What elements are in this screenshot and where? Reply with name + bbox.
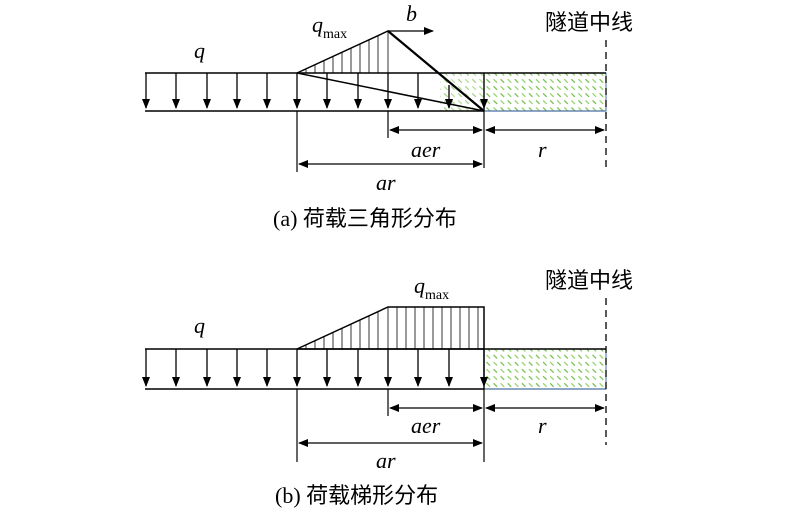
label-centerline-a: 隧道中线 (545, 11, 633, 36)
label-q-a: q (194, 38, 205, 63)
caption-a: (a) 荷载三角形分布 (273, 206, 457, 231)
label-aer-b: aer (411, 413, 441, 438)
tunnel-zone-b (483, 348, 607, 390)
label-aer-a: aer (411, 137, 441, 162)
label-qmax-b: qmax (414, 273, 449, 303)
tunnel-zone-a (483, 72, 607, 112)
load-arrows-a (142, 73, 488, 109)
triangle-hatch-a (305, 31, 389, 73)
caption-b: (b) 荷载梯形分布 (275, 483, 438, 508)
label-b-a: b (406, 1, 417, 26)
label-r-a: r (538, 137, 547, 162)
label-qmax-a: qmax (312, 12, 347, 42)
diagram-a: q qmax b aer r ar 隧道中线 (a) 荷载三角形分布 (142, 1, 633, 231)
label-centerline-b: 隧道中线 (545, 269, 633, 294)
label-ar-b: ar (376, 448, 396, 473)
label-r-b: r (538, 413, 547, 438)
trapezoid-load-b (296, 306, 485, 350)
label-q-b: q (194, 313, 205, 338)
trapezoid-hatch-b (305, 307, 479, 349)
steep-side-a (387, 30, 485, 112)
load-arrows-b (142, 349, 488, 387)
diagram-b: q qmax aer r ar 隧道中线 (b) 荷载梯形分布 (142, 269, 633, 508)
label-ar-a: ar (376, 170, 396, 195)
